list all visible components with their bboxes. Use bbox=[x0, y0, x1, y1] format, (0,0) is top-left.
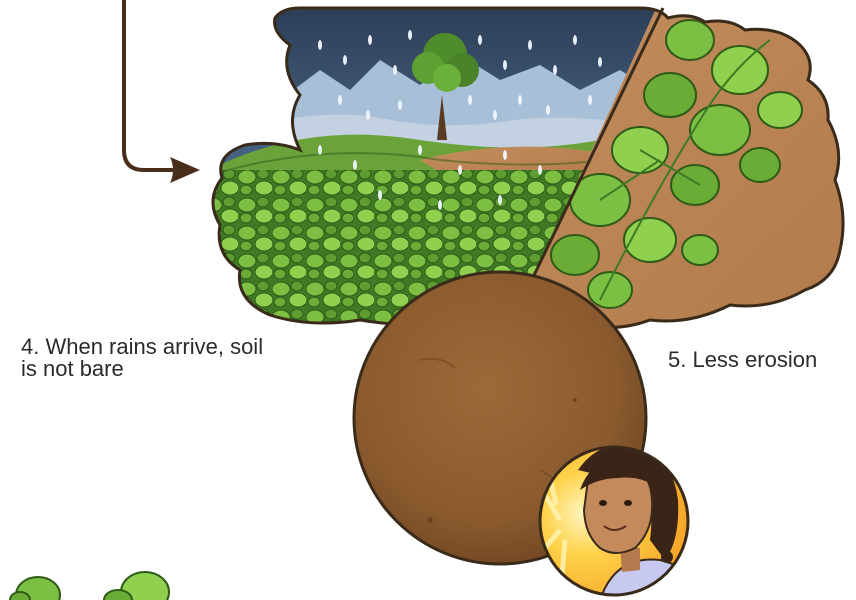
flow-arrow-icon bbox=[124, 0, 200, 183]
caption-step-4: 4. When rains arrive, soil is not bare bbox=[21, 336, 331, 380]
caption-step-5: 5. Less erosion bbox=[668, 349, 853, 371]
bean-plant-icon bbox=[10, 572, 169, 600]
